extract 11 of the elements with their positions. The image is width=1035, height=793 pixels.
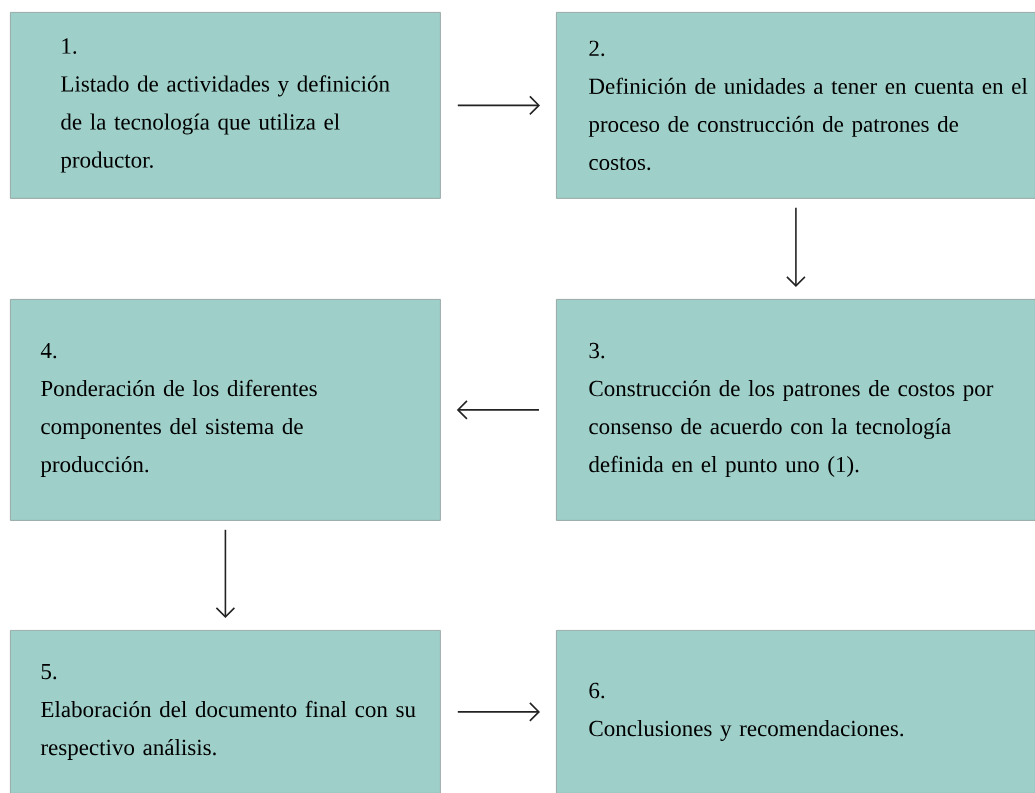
process-box: 5. Elaboración del documento final con su respectivo análisis. xyxy=(10,630,441,793)
process-box: 3. Construcción de los patrones de costos por consenso de acuerdo con la tecnología definida en el punto uno (1). xyxy=(556,299,1035,521)
arrow xyxy=(786,207,806,287)
process-box: 6. Conclusiones y recomendaciones. xyxy=(556,630,1035,793)
arrow xyxy=(457,95,540,116)
arrow xyxy=(215,529,236,618)
process-box: 1. Listado de actividades y definición de la tecnología que utiliza el productor. xyxy=(10,12,441,199)
process-box: 4. Ponderación de los diferentes componentes del sistema de producción. xyxy=(10,299,441,521)
arrow xyxy=(456,400,540,420)
process-box: 2. Definición de unidades a tener en cuenta en el proceso de construcción de patrones de costos. xyxy=(556,12,1035,199)
arrow xyxy=(457,702,540,722)
